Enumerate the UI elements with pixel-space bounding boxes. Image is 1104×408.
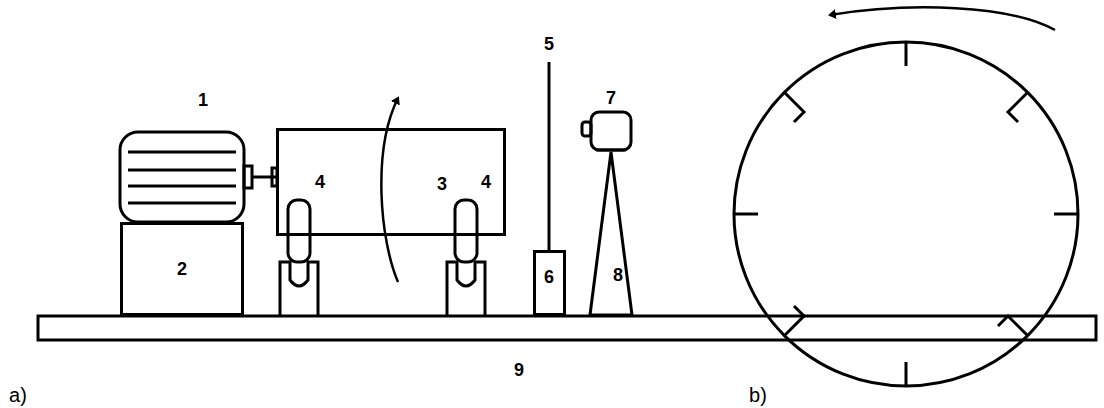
callout-number: 8	[613, 266, 623, 284]
rod	[548, 62, 551, 250]
figure-label: b)	[749, 385, 767, 405]
rotation-arrow	[381, 98, 398, 282]
rotation-arrow	[830, 7, 1055, 30]
callout-number: 6	[544, 268, 554, 286]
motor	[120, 132, 244, 222]
drum-section	[734, 42, 1078, 386]
callout-number: 2	[177, 260, 187, 278]
callout-number: 1	[198, 91, 208, 109]
lifter	[734, 42, 1078, 386]
camera	[582, 112, 631, 150]
tripod-outline	[588, 150, 634, 316]
drum: 3	[276, 128, 506, 236]
base-plate	[38, 316, 1096, 340]
tripod: 8	[588, 150, 634, 316]
callout-number: 4	[481, 173, 491, 191]
figure-label: a)	[9, 385, 27, 405]
holder-box: 6	[533, 250, 566, 316]
callout-number: 5	[544, 35, 554, 53]
callout-number: 9	[514, 361, 524, 379]
roller	[447, 200, 485, 316]
motor-base: 2	[120, 222, 244, 316]
callout-number: 3	[437, 175, 447, 193]
roller	[280, 200, 318, 316]
callout-number: 7	[606, 89, 616, 107]
callout-number: 4	[315, 173, 325, 191]
